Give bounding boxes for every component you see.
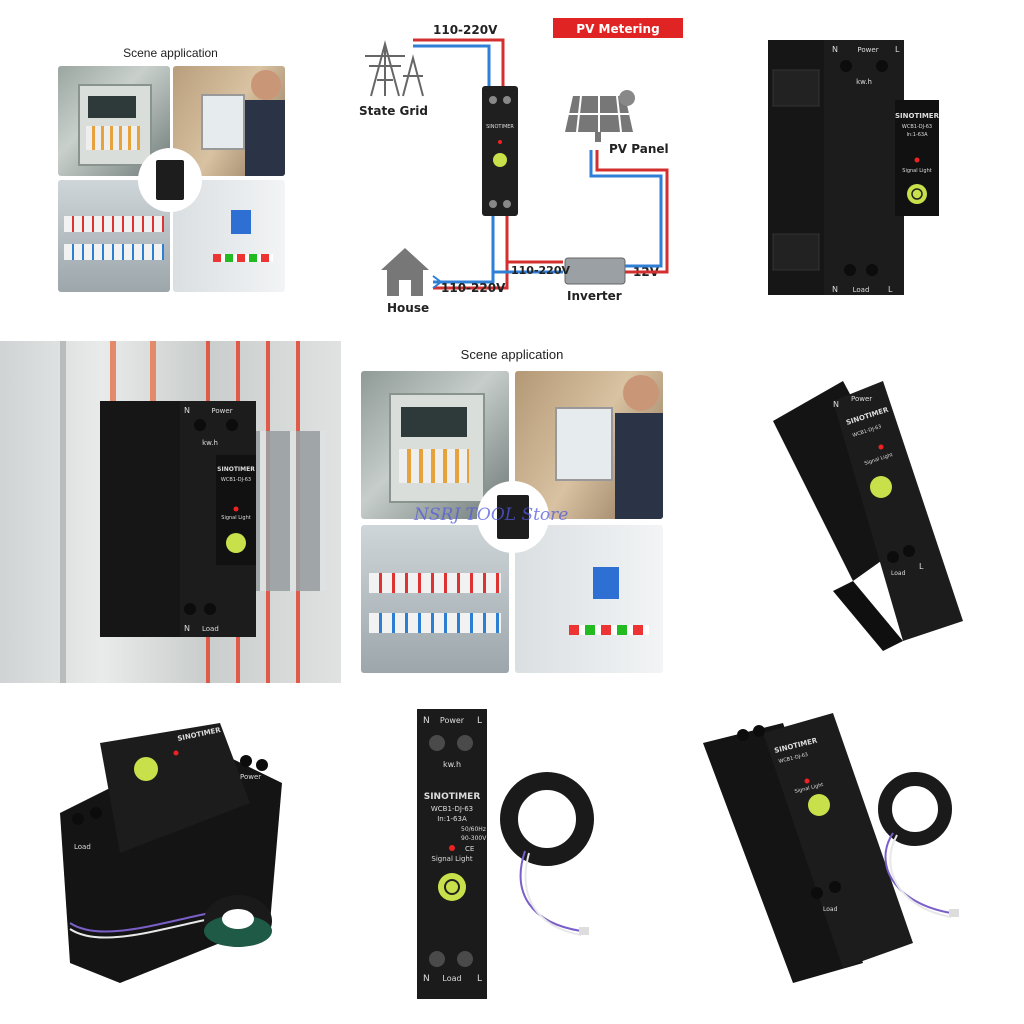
svg-text:SINOTIMER: SINOTIMER xyxy=(424,792,481,802)
svg-text:L: L xyxy=(895,45,900,54)
meter-device: SINOTIMER xyxy=(482,86,518,216)
svg-text:N: N xyxy=(423,974,430,984)
solar-panel-icon xyxy=(565,90,635,142)
svg-text:WCB1-DJ-63: WCB1-DJ-63 xyxy=(431,805,473,813)
breaker-panel-photo-large xyxy=(361,525,509,673)
house-icon xyxy=(381,248,429,296)
installed-cabinet-photo: N Power kw.h SINOTIMER WCB1-DJ-63 Signal… xyxy=(0,341,341,683)
svg-text:Power: Power xyxy=(211,407,232,415)
inverter-label: Inverter xyxy=(567,289,622,303)
product-angled-view: N Power SINOTIMER WCB1-DJ-63 Signal Ligh… xyxy=(683,341,1024,683)
svg-text:50/60Hz: 50/60Hz xyxy=(461,826,486,833)
power-button-front xyxy=(438,873,466,901)
svg-text:N: N xyxy=(832,285,838,294)
svg-text:CE: CE xyxy=(465,845,474,853)
svg-text:Load: Load xyxy=(891,570,906,577)
scene-collage-small: Scene application xyxy=(0,0,341,341)
pv-metering-badge: PV Metering xyxy=(576,22,659,36)
meter-body xyxy=(824,40,904,295)
pv-metering-diagram: PV Metering State Grid 110-220V SINOTIME… xyxy=(341,0,683,341)
svg-text:Power: Power xyxy=(857,46,878,54)
scene-title: Scene application xyxy=(123,46,218,60)
scene-collage-large: Scene application xyxy=(341,341,683,683)
svg-text:In:1-63A: In:1-63A xyxy=(437,815,467,823)
svg-text:N: N xyxy=(184,624,190,633)
svg-text:Load: Load xyxy=(853,286,870,294)
svg-text:Power: Power xyxy=(240,773,261,781)
inverter-box xyxy=(564,257,626,285)
svg-text:Load: Load xyxy=(442,974,461,983)
svg-text:L: L xyxy=(919,562,924,571)
signal-led xyxy=(914,157,920,163)
inverter-ac-label: 110-220V xyxy=(511,264,570,277)
device-brand: SINOTIMER xyxy=(486,124,514,130)
scene-title-large: Scene application xyxy=(460,347,564,362)
product-front-with-ct-ring: N Power L kw.h SINOTIMER WCB1-DJ-63 In:1… xyxy=(341,683,683,1024)
svg-text:kw.h: kw.h xyxy=(443,760,461,769)
signal-led-front xyxy=(449,845,455,851)
svg-text:Signal Light: Signal Light xyxy=(902,168,931,174)
svg-text:L: L xyxy=(888,285,893,294)
svg-text:L: L xyxy=(477,716,482,726)
svg-text:In:1-63A: In:1-63A xyxy=(906,132,928,138)
svg-text:90-300V: 90-300V xyxy=(461,835,487,842)
wiring-diagram: PV Metering State Grid 110-220V SINOTIME… xyxy=(359,18,683,315)
neutral-wire-in xyxy=(413,44,491,86)
svg-text:N: N xyxy=(833,400,839,409)
svg-text:Power: Power xyxy=(440,716,465,725)
power-button-angled-ct xyxy=(808,794,830,816)
svg-text:Signal Light: Signal Light xyxy=(221,515,250,521)
svg-text:WCB1-DJ-63: WCB1-DJ-63 xyxy=(221,477,251,483)
house-label: House xyxy=(387,301,429,315)
product-thumb-circle xyxy=(138,148,202,212)
product-angled-with-ct-ring: SINOTIMER WCB1-DJ-63 Signal Light Load xyxy=(683,683,1024,1024)
svg-text:WCB1-DJ-63: WCB1-DJ-63 xyxy=(902,124,932,130)
neutral-wire-out xyxy=(433,216,495,284)
svg-text:Signal Light: Signal Light xyxy=(431,855,472,863)
power-button xyxy=(907,184,927,204)
meter-body-front-ct xyxy=(417,709,487,999)
ct-ring-angled xyxy=(878,772,952,846)
svg-text:Load: Load xyxy=(74,843,91,851)
svg-text:L: L xyxy=(477,974,482,984)
power-button-ct xyxy=(134,757,158,781)
svg-text:N: N xyxy=(184,406,190,415)
pv-panel-label: PV Panel xyxy=(609,142,669,156)
svg-text:Load: Load xyxy=(823,906,838,913)
transmission-tower-icon xyxy=(365,40,424,97)
svg-text:N: N xyxy=(832,45,838,54)
meter-cabinet-photo xyxy=(58,66,170,176)
product-with-ct-ring-angled: SINOTIMER Power Load xyxy=(0,683,341,1024)
live-wire-out xyxy=(433,216,509,290)
svg-text:kw.h: kw.h xyxy=(202,439,218,447)
grid-voltage-label: 110-220V xyxy=(433,23,498,37)
meter-body-angled xyxy=(833,381,963,641)
store-watermark: NSRJ TOOL Store xyxy=(414,505,569,525)
svg-text:Load: Load xyxy=(202,625,219,633)
meter-body-angled-ct xyxy=(763,713,913,968)
meter-cabinet-photo-large xyxy=(361,371,509,519)
control-panel-photo-large xyxy=(515,525,663,673)
ct-ring-front xyxy=(500,772,594,866)
brand-label: SINOTIMER xyxy=(895,112,940,120)
product-front-view: N Power L kw.h SINOTIMER WCB1-DJ-63 In:1… xyxy=(683,0,1024,341)
house-voltage-label: 110-220V xyxy=(441,281,506,295)
svg-text:SINOTIMER: SINOTIMER xyxy=(217,466,255,473)
product-thumb-circle-large xyxy=(477,481,549,553)
live-wire-in xyxy=(413,38,505,86)
power-button-angled xyxy=(870,476,892,498)
state-grid-label: State Grid xyxy=(359,104,428,118)
svg-text:kw.h: kw.h xyxy=(856,78,872,86)
svg-text:Power: Power xyxy=(851,395,872,403)
svg-text:N: N xyxy=(423,716,430,726)
badge-bg xyxy=(553,18,683,38)
meter-body-ct xyxy=(100,723,250,853)
